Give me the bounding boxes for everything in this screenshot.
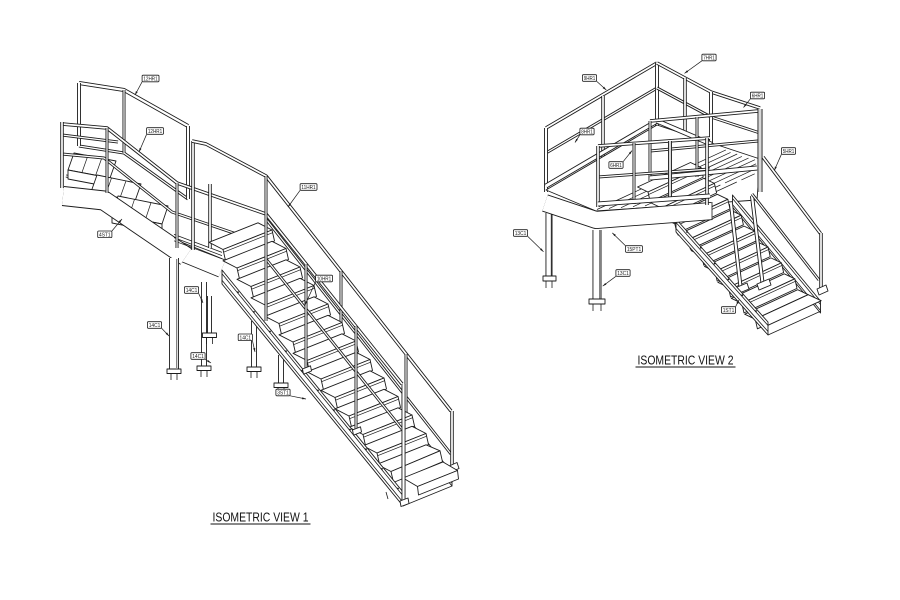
- svg-text:10HR1: 10HR1: [317, 277, 331, 283]
- svg-text:14C1: 14C1: [192, 354, 204, 360]
- svg-text:15PT1: 15PT1: [627, 247, 641, 253]
- svg-text:ISOMETRIC VIEW 2: ISOMETRIC VIEW 2: [638, 354, 734, 368]
- svg-text:4ST1: 4ST1: [99, 232, 111, 238]
- svg-text:14C1: 14C1: [240, 335, 252, 341]
- svg-text:12HR1: 12HR1: [143, 77, 157, 83]
- svg-text:6HR1: 6HR1: [752, 94, 764, 100]
- svg-text:7HR1: 7HR1: [703, 56, 715, 62]
- svg-text:13C1: 13C1: [617, 271, 629, 277]
- svg-text:6HR1: 6HR1: [610, 163, 622, 169]
- svg-text:8HR1: 8HR1: [581, 130, 593, 136]
- svg-text:14C1: 14C1: [149, 323, 161, 329]
- svg-text:9HR1: 9HR1: [584, 76, 596, 82]
- svg-text:13C1: 13C1: [515, 231, 527, 237]
- svg-text:ISOMETRIC VIEW 1: ISOMETRIC VIEW 1: [213, 511, 309, 525]
- svg-text:5HR1: 5HR1: [783, 149, 795, 155]
- svg-text:3ST1: 3ST1: [277, 391, 289, 397]
- svg-text:14C1: 14C1: [186, 288, 198, 294]
- svg-text:12HR1: 12HR1: [148, 129, 162, 135]
- svg-text:1ST1: 1ST1: [723, 308, 735, 314]
- svg-text:11HR1: 11HR1: [301, 185, 315, 191]
